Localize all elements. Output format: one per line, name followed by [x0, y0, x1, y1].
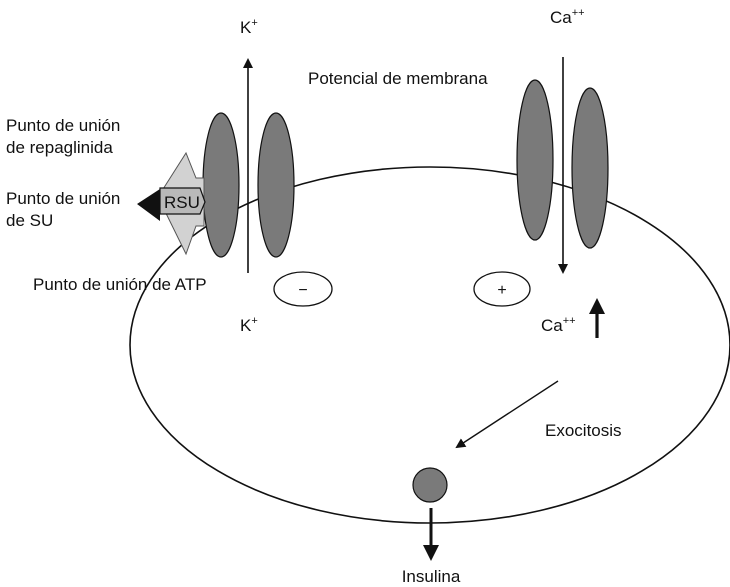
su-binding-site [137, 189, 160, 221]
insulin-release-arrow [423, 508, 439, 561]
positive-charge-marker [473, 271, 531, 307]
positive-charge-sign: + [497, 282, 506, 299]
receptor-label: RSU [164, 193, 200, 212]
potassium-channel-right-subunit [257, 112, 295, 258]
calcium-channel-left-subunit [516, 79, 554, 241]
potassium-channel-left-subunit [202, 112, 240, 258]
negative-charge-sign: − [298, 282, 307, 299]
su-site-label-line1: Punto de unión [6, 189, 120, 208]
calcium-top-label: Ca++ [550, 7, 585, 27]
atp-site-label: Punto de unión de ATP [33, 275, 207, 294]
su-receptor-complex: RSU [137, 151, 206, 256]
membrane-potential-label: Potencial de membrana [308, 69, 488, 88]
calcium-channel [516, 79, 609, 249]
exocytosis-label: Exocitosis [545, 421, 622, 440]
potassium-top-label: K+ [240, 17, 258, 37]
potassium-channel [202, 112, 295, 258]
exocytosis-arrow [455, 380, 559, 449]
repaglinide-site-label-line2: de repaglinida [6, 138, 113, 157]
insulin-vesicle [412, 467, 448, 503]
su-site-label-line2: de SU [6, 211, 53, 230]
potassium-bottom-label: K+ [240, 315, 258, 335]
calcium-bottom-label: Ca++ [541, 315, 576, 335]
calcium-increase-arrow [589, 298, 605, 338]
insulin-label: Insulina [402, 567, 461, 586]
calcium-channel-right-subunit [571, 87, 609, 249]
repaglinide-site-label-line1: Punto de unión [6, 116, 120, 135]
negative-charge-marker [273, 271, 333, 307]
